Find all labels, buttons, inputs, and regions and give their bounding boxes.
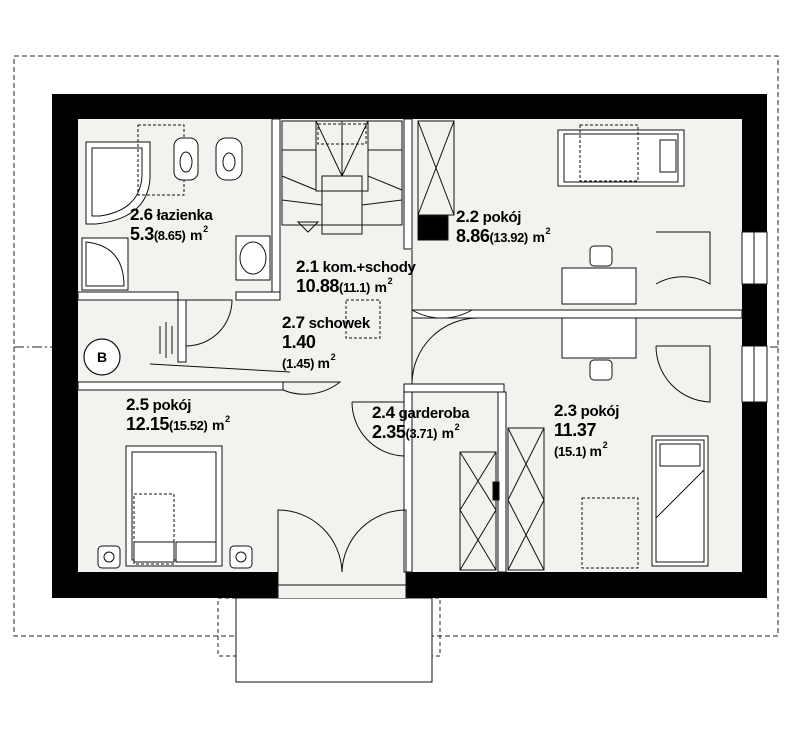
room-2-3-furniture	[581, 435, 709, 569]
room-label-2-2: 2.2 pokój 8.86(13.92) m2	[456, 207, 551, 246]
balcony-slab	[235, 597, 433, 683]
section-marker-label: B	[96, 349, 108, 365]
room-label-2-3: 2.3 pokój 11.37 (15.1) m2	[554, 401, 620, 459]
section-marker	[83, 338, 121, 376]
interior-walls	[77, 118, 743, 573]
room-2-5-furniture	[97, 445, 253, 569]
room-label-2-1: 2.1 kom.+schody 10.88(11.1) m2	[296, 257, 416, 296]
room-label-2-6: 2.6 łazienka 5.3(8.65) m2	[130, 205, 213, 244]
room-label-2-7: 2.7 schowek 1.40 (1.45) m2	[282, 313, 370, 371]
wardrobe-shelves	[459, 427, 545, 571]
room-label-2-5: 2.5 pokój 12.15(15.52) m2	[126, 395, 230, 434]
staircase	[281, 120, 403, 235]
door-swings	[185, 231, 711, 573]
room-2-2-furniture	[417, 120, 685, 381]
room-label-2-4: 2.4 garderoba 2.35(3.71) m2	[372, 403, 470, 442]
bathroom-fixtures	[81, 124, 271, 291]
storage-fixtures	[149, 299, 381, 373]
